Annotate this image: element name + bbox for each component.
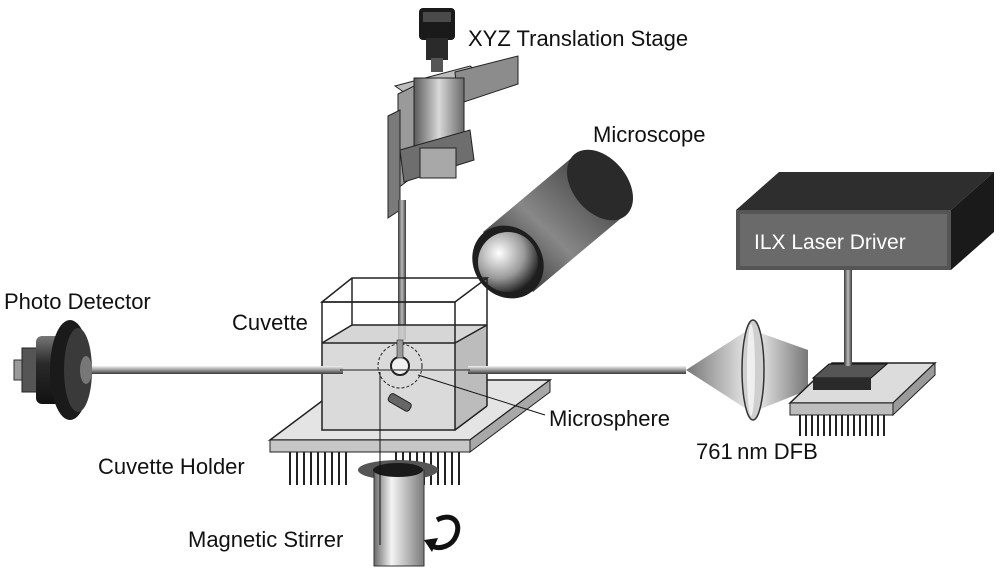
microscope xyxy=(472,149,633,299)
curved-arrow-icon xyxy=(424,514,461,552)
photo-detector xyxy=(13,320,92,420)
focusing-lens xyxy=(686,319,808,421)
optical-fiber xyxy=(88,366,686,374)
microsphere-label: Microsphere xyxy=(549,406,670,431)
photo-detector-label: Photo Detector xyxy=(4,289,151,314)
laser-driver-label: ILX Laser Driver xyxy=(754,231,906,254)
dfb-laser-mount xyxy=(788,262,937,436)
xyz-stage-label: XYZ Translation Stage xyxy=(468,26,688,51)
microscope-label: Microscope xyxy=(593,122,705,147)
magnetic-stirrer-label: Magnetic Stirrer xyxy=(188,527,343,552)
cuvette-holder-label: Cuvette Holder xyxy=(98,454,245,479)
ilx-laser-driver xyxy=(736,172,994,270)
xyz-translation-stage xyxy=(387,8,519,340)
dfb-laser-label: 761 nm DFB xyxy=(696,439,818,464)
magnetic-stirrer xyxy=(358,460,438,567)
cuvette-label: Cuvette xyxy=(232,310,308,335)
